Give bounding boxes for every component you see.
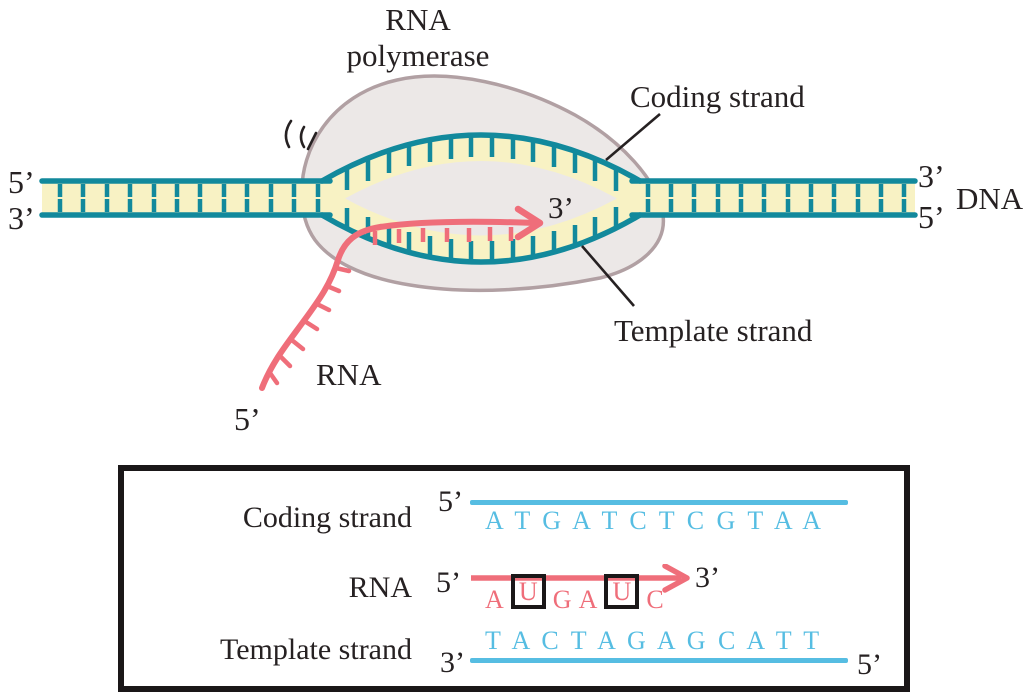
rna-label: RNA (316, 357, 382, 392)
template-strand-pointer-line (581, 245, 635, 307)
template-strand-label: Template strand (614, 313, 813, 348)
rna-arrow-head-icon (662, 564, 690, 593)
template-strand-row-label: Template strand (220, 633, 412, 666)
coding-strand-row-label: Coding strand (242, 501, 412, 534)
rna-three-prime: 3’ (695, 561, 720, 594)
coding-strand-label: Coding strand (630, 79, 805, 114)
rna-polymerase-label-line2: polymerase (347, 38, 490, 73)
template-strand-arc (319, 212, 643, 265)
motion-marks-icon (284, 119, 318, 151)
template-strand-three-prime: 3’ (440, 646, 465, 679)
dna-rungs-right-top (645, 184, 907, 197)
rna-three-prime-label: 3’ (548, 190, 574, 225)
rna-five-prime-label: 5’ (234, 401, 261, 437)
template-strand-sequence: T A C T A G A G C A T T (485, 626, 823, 655)
rna-sequence: A U G A U C (485, 574, 664, 614)
template-strand-line (470, 658, 848, 663)
rna-bubble-ticks (372, 227, 514, 245)
coding-strand-line (470, 500, 848, 505)
rna-arrow (471, 564, 690, 593)
coding-strand-bubble-rungs (344, 136, 619, 191)
dna-yellow-fill (42, 183, 915, 213)
dna-left-top-end-label: 5’ (8, 164, 35, 200)
template-strand-bubble-rungs (344, 207, 619, 260)
rna-letter-boxed-u: U (510, 574, 546, 609)
rna-letter: A (578, 585, 598, 614)
transcription-diagram: RNA polymerase Coding strand Template st… (8, 2, 1024, 437)
dna-rungs-right-bottom (645, 199, 907, 212)
rna-letter: A (485, 585, 504, 614)
dna-rungs-left-bottom (57, 199, 321, 212)
sequence-comparison-box: Coding strand 5’ A T G A T C T C G T A A… (118, 465, 910, 692)
rna-row-label: RNA (348, 571, 412, 604)
rna-five-prime: 5’ (436, 566, 461, 599)
rna-letter-boxed-u: U (604, 574, 640, 609)
coding-strand-five-prime: 5’ (438, 485, 463, 518)
dna-rungs-left-top (57, 184, 321, 197)
dna-label: DNA (956, 181, 1024, 216)
dna-right-top-end-label: 3’ (918, 158, 945, 194)
rna-polymerase-label-line1: RNA (385, 2, 451, 37)
dna-right-bottom-end-label: 5’ (918, 199, 945, 235)
rna-letter: C (646, 585, 664, 614)
rna-strand (259, 218, 539, 391)
dna-left-bottom-end-label: 3’ (8, 200, 35, 236)
coding-strand-arc (319, 132, 643, 184)
rna-arrowhead-icon (514, 205, 544, 241)
coding-strand-pointer-line (605, 113, 661, 161)
template-strand-five-prime: 5’ (857, 648, 882, 681)
coding-strand-sequence: A T G A T C T C G T A A (485, 506, 825, 535)
dna-backbones (39, 132, 918, 265)
rna-letter: G (552, 585, 572, 614)
rna-tail-ticks (267, 265, 352, 386)
